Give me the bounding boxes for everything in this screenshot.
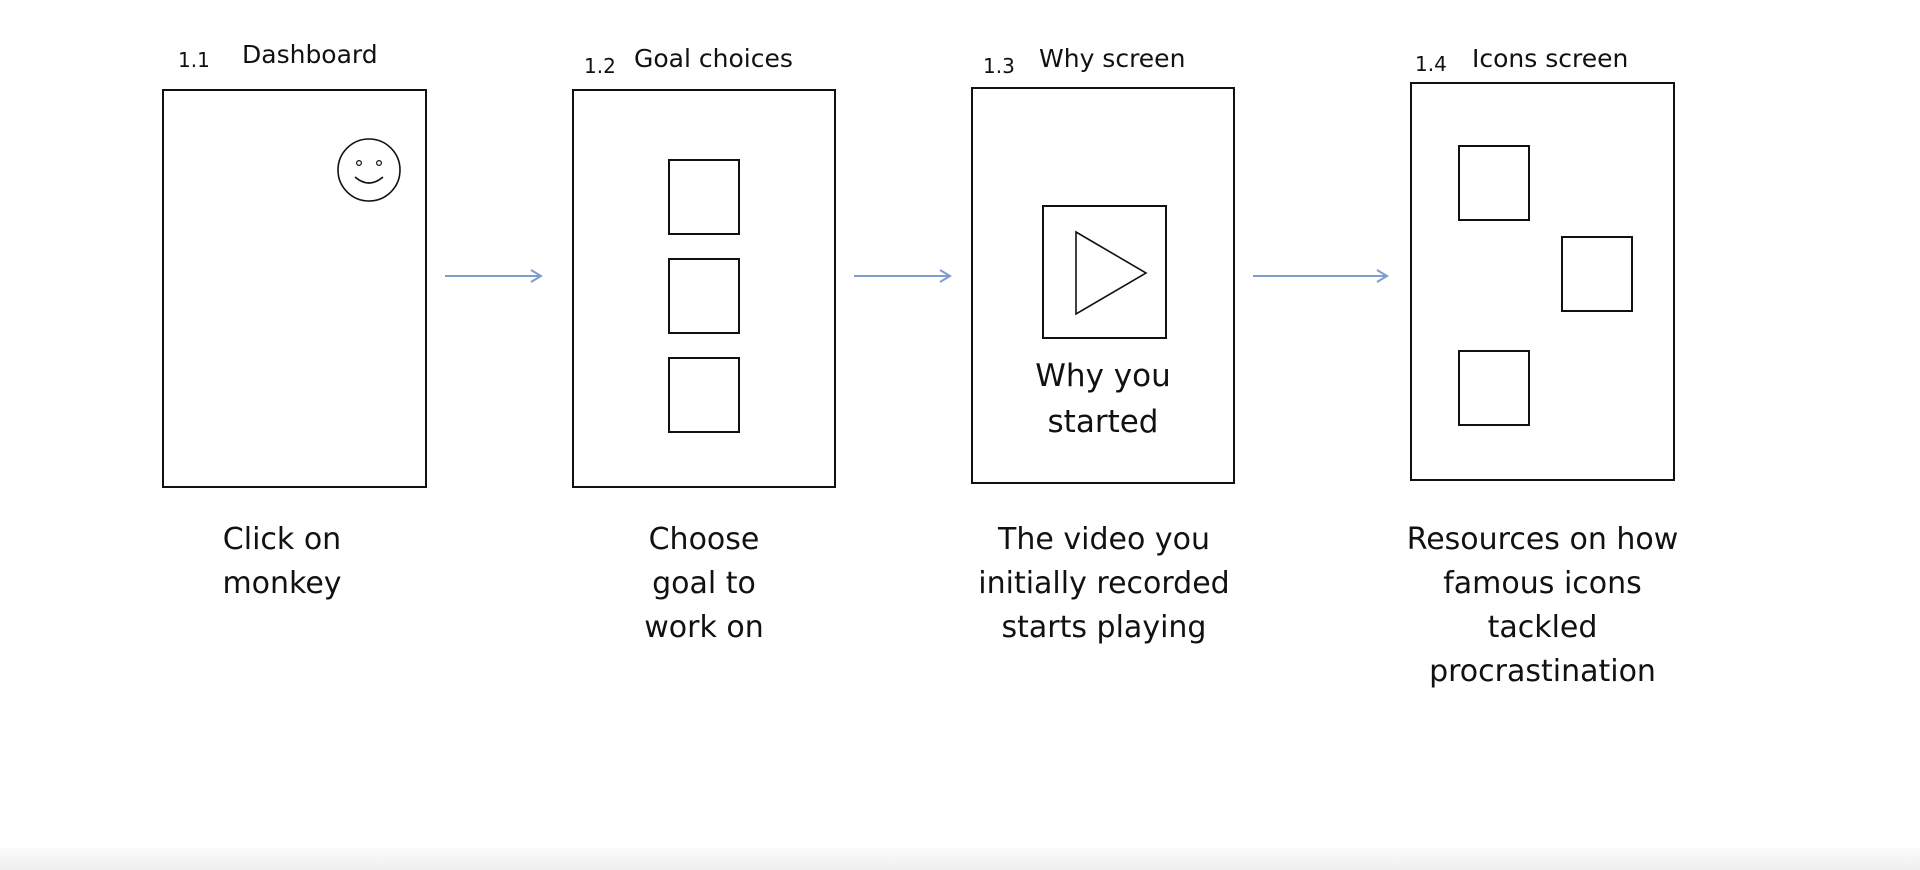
resource-box[interactable] (1458, 145, 1530, 221)
step-title-icons-screen: Icons screen (1472, 44, 1629, 73)
video-player[interactable] (1042, 205, 1167, 339)
resource-box[interactable] (1458, 350, 1530, 426)
why-screen-frame: Why you started (971, 87, 1235, 484)
step-title-why-screen: Why screen (1039, 44, 1186, 73)
step-number-1-2: 1.2 (584, 54, 616, 78)
smiley-face-icon (337, 138, 401, 202)
arrow-right-icon (854, 269, 952, 283)
resource-box[interactable] (1561, 236, 1633, 312)
caption-why-screen: The video you initially recorded starts … (978, 522, 1230, 645)
step-number-1-1: 1.1 (178, 48, 210, 72)
bottom-band (0, 848, 1920, 870)
step-number-1-3: 1.3 (983, 54, 1015, 78)
step-title-goal-choices: Goal choices (634, 44, 793, 73)
why-you-started-text: Why you started (1035, 358, 1171, 440)
arrow-right-icon (445, 269, 543, 283)
icons-screen-frame (1410, 82, 1675, 481)
goal-option-box[interactable] (668, 258, 740, 334)
caption-dashboard: Click on monkey (222, 522, 342, 601)
caption-icons-screen: Resources on how famous icons tackled pr… (1406, 522, 1679, 689)
goal-option-box[interactable] (668, 357, 740, 433)
caption-goal-choices: Choose goal to work on (644, 522, 764, 645)
dashboard-frame (162, 89, 427, 488)
step-title-dashboard: Dashboard (242, 40, 378, 69)
step-number-1-4: 1.4 (1415, 52, 1447, 76)
goal-option-box[interactable] (668, 159, 740, 235)
play-icon[interactable] (1073, 229, 1153, 317)
arrow-right-icon (1253, 269, 1389, 283)
goal-choices-frame (572, 89, 836, 488)
